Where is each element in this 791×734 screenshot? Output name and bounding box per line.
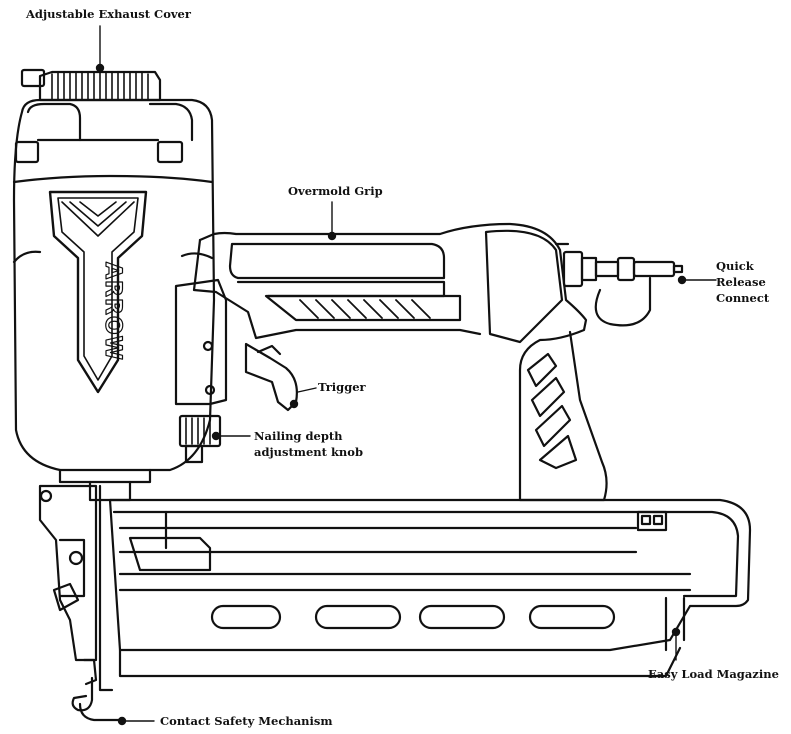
- nose-assembly: [38, 484, 126, 722]
- label-quick-release-connect: Quick Release Connect: [716, 258, 769, 306]
- label-contact-safety: Contact Safety Mechanism: [160, 714, 333, 728]
- label-nailing-depth: Nailing depth adjustment knob: [254, 428, 363, 460]
- brand-logo: ARROW: [100, 262, 125, 361]
- label-quick-line-2: Release: [716, 275, 766, 289]
- trigger-assembly: [174, 278, 298, 464]
- label-exhaust-cover: Adjustable Exhaust Cover: [26, 7, 191, 21]
- label-trigger: Trigger: [318, 380, 366, 394]
- label-depth-line-1: Nailing depth: [254, 429, 343, 443]
- handle: [192, 222, 608, 502]
- leader-dots: [95, 63, 687, 726]
- exhaust-cover: [20, 68, 162, 102]
- label-quick-line-1: Quick: [716, 259, 754, 273]
- label-easy-load-magazine: Easy Load Magazine: [648, 667, 779, 681]
- label-overmold-grip: Overmold Grip: [288, 184, 383, 198]
- magazine: [108, 498, 752, 678]
- label-depth-line-2: adjustment knob: [254, 445, 364, 459]
- label-quick-line-3: Connect: [716, 291, 770, 305]
- tool-head: [12, 98, 216, 502]
- quick-release-coupler: [562, 250, 684, 327]
